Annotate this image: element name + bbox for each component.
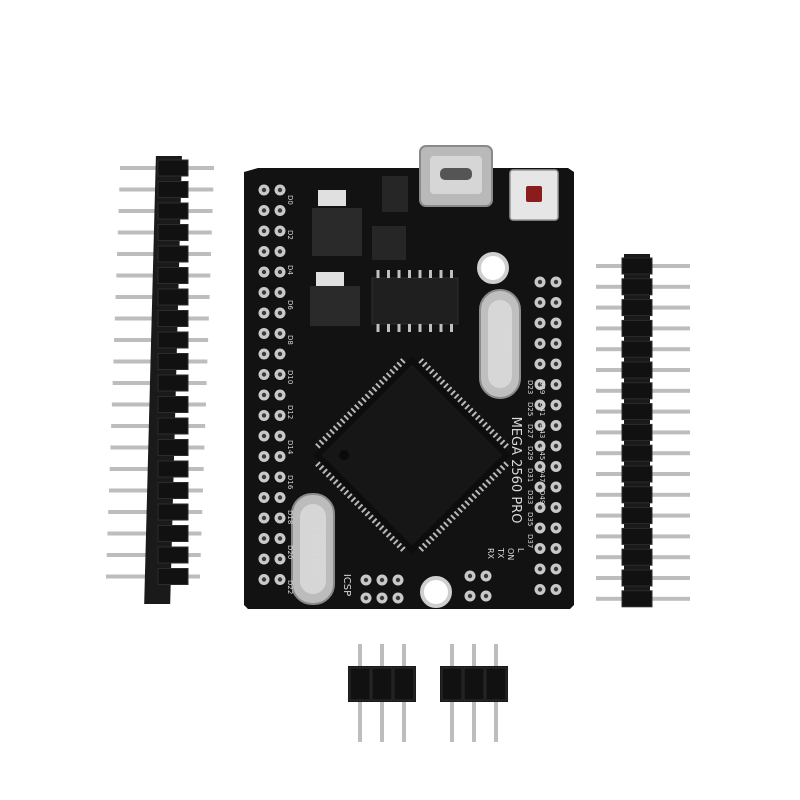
mounting-hole-top [477, 252, 509, 284]
left-pad-rows [258, 184, 286, 585]
crystal-oscillator-top: ODD [479, 289, 521, 399]
right-pad-rows [534, 276, 562, 595]
right-pin-label: D39 [538, 380, 546, 394]
left-pin-label: D16 [286, 475, 294, 490]
right-pin-label: D25 [526, 402, 534, 416]
right-pin-label: D23 [526, 380, 534, 394]
left-pin-label: D20 [286, 545, 294, 559]
right-pin-label: D49 [538, 490, 546, 504]
voltage-regulator-top [312, 190, 362, 256]
pin-header-short-2 [440, 644, 508, 742]
led-label-rx: RX [486, 548, 495, 560]
voltage-regulator-bottom [310, 272, 360, 326]
usb-c-connector [419, 145, 493, 207]
right-pin-label: D33 [526, 490, 534, 504]
icsp-label: ICSP [341, 574, 352, 596]
left-pin-label: D14 [286, 440, 294, 455]
pin-header-long-left [106, 156, 214, 604]
pin-header-long-right [596, 254, 690, 608]
left-pin-label: D18 [286, 510, 294, 524]
atmega2560-chip [313, 356, 511, 554]
bottom-pad-rows [360, 570, 492, 604]
left-pin-labels: D0 D2 D4 D6 D8 D10 D12 D14 D16 D18 D20 D… [286, 195, 294, 594]
pcb-board: ODD 16.000 MEGA 2560 PRO ICSP RX T [244, 145, 574, 609]
crystal-bottom-label: 16.000 [309, 524, 327, 577]
crystal-oscillator-bottom: 16.000 [291, 493, 335, 605]
right-pin-label: D37 [526, 534, 534, 548]
led-label-l: L [516, 548, 525, 553]
left-pin-label: D4 [286, 265, 294, 275]
right-pin-label: D29 [526, 446, 534, 460]
left-pin-label: D0 [286, 195, 294, 205]
reset-button [509, 169, 559, 221]
led-labels: RX TX ON L [486, 547, 525, 560]
right-pin-label: D31 [526, 468, 534, 482]
right-pin-label: D43 [538, 424, 546, 438]
left-pin-label: D22 [286, 580, 294, 594]
right-pin-label: D35 [526, 512, 534, 526]
right-pin-label: D45 [538, 446, 546, 460]
left-pin-label: D12 [286, 405, 294, 419]
left-pin-label: D2 [286, 230, 294, 240]
right-pin-label: D27 [526, 424, 534, 438]
mosfet-component [372, 226, 406, 260]
right-pin-label: D41 [538, 402, 546, 416]
model-label: MEGA 2560 PRO [508, 417, 523, 524]
led-label-on: ON [506, 548, 515, 560]
right-pin-label: D47 [538, 468, 546, 482]
mounting-hole-bottom [420, 576, 452, 608]
usb-serial-chip [371, 270, 459, 332]
led-label-tx: TX [496, 547, 505, 559]
crystal-top-label: ODD [501, 327, 514, 353]
pin-header-short-1 [348, 644, 416, 742]
diode-component [382, 176, 408, 212]
left-pin-label: D10 [286, 370, 294, 384]
left-pin-label: D8 [286, 335, 294, 345]
left-pin-label: D6 [286, 300, 294, 310]
right-pin-labels: D23 D25 D27 D29 D31 D33 D35 D37 D39 D41 … [526, 380, 546, 548]
